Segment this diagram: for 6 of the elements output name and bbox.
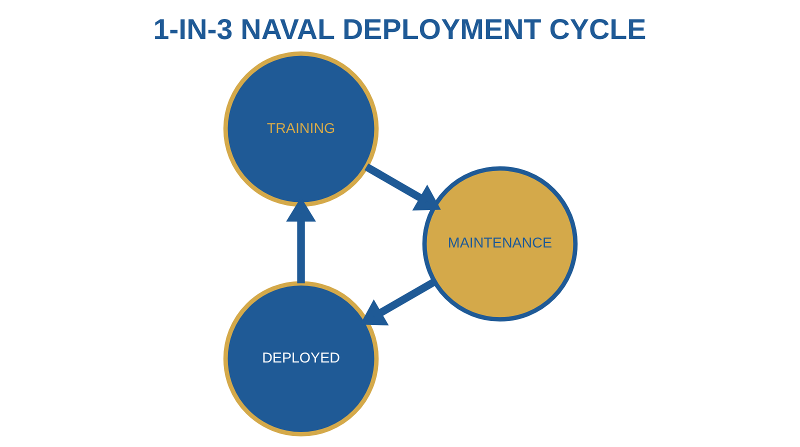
- node-circle: TRAINING: [222, 51, 378, 207]
- arrow: [364, 163, 440, 211]
- diagram-title: 1-IN-3 NAVAL DEPLOYMENT CYCLE: [152, 14, 646, 46]
- node-circle: DEPLOYED: [222, 281, 378, 436]
- arrow: [360, 278, 436, 326]
- node-circle: MAINTENANCE: [422, 166, 578, 322]
